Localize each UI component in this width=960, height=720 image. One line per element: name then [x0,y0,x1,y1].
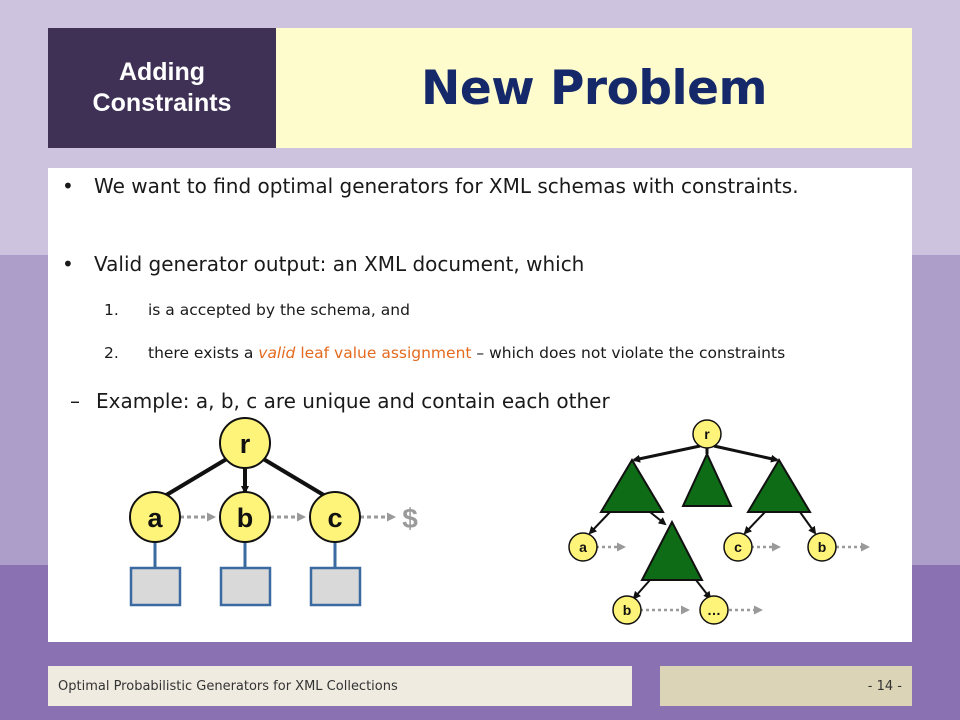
edge-r-right [713,444,779,463]
right-node-a [568,532,598,562]
section-label-line2: Constraints [92,89,232,117]
node-c-label: c [327,503,342,533]
leaf-value-box-a [129,566,182,607]
edge-left-sub [649,511,667,526]
footer-title: Optimal Probabilistic Generators for XML… [48,666,632,706]
footer-title-text: Optimal Probabilistic Generators for XML… [58,678,398,694]
edge-lower-dots [695,579,712,600]
end-marker: $ [402,503,418,534]
bullet-text-1: We want to find optimal generators for X… [94,174,799,198]
subtree-triangle-right [746,458,812,513]
page-number-text: - 14 - [867,678,902,694]
subtree-triangle-left [599,458,665,513]
example-dash: – [70,389,80,413]
right-node-ellipsis-label: … [707,602,721,618]
leaf-value-box-c [309,566,362,607]
edge-right-c [743,511,766,535]
content-panel: • We want to find optimal generators for… [48,168,912,642]
node-c [309,491,361,543]
right-node-lower-b [612,595,642,625]
right-node-r-label: r [704,426,710,442]
leaf-value-box-b [219,566,272,607]
right-node-c-label: c [734,539,742,555]
section-label: Adding Constraints [48,28,276,148]
node-a-label: a [147,503,163,533]
subitem-number-2: 2. [104,344,119,362]
subtree-triangle-middle [681,451,733,507]
footer-page-number: - 14 - [660,666,912,706]
subitem-text-2: there exists a valid leaf value assignme… [148,344,785,362]
example-text: Example: a, b, c are unique and contain … [96,389,610,413]
subitem-pre: there exists a [148,344,259,362]
right-node-b [807,532,837,562]
edge-right-b [799,511,817,535]
left-tree: r a b c $ [129,417,418,607]
title-bar: New Problem [276,28,912,148]
valid-highlight: valid [258,344,296,362]
subtree-triangle-lower [640,519,704,581]
node-a [129,491,181,543]
assignment-highlight: leaf value assignment [300,344,472,362]
right-node-ellipsis [699,595,729,625]
edge-lower-b [632,579,651,600]
node-r [219,417,271,469]
node-b-label: b [237,503,254,533]
node-b [219,491,271,543]
edge-left-a [588,511,611,535]
bullet-marker: • [62,252,74,276]
right-node-b-label: b [818,539,827,555]
right-tree: r a c b b … [568,419,870,625]
example-line: –Example: a, b, c are unique and contain… [70,389,610,413]
edge-r-left [632,444,701,463]
subitem-text-1: is a accepted by the schema, and [148,301,410,319]
right-node-lower-b-label: b [623,602,632,618]
bullet-marker: • [62,174,74,198]
right-node-a-label: a [579,539,587,555]
subitem-number-1: 1. [104,301,119,319]
bullet-text-2: Valid generator output: an XML document,… [94,252,585,276]
slide-title: New Problem [420,60,768,116]
subitem-post: – which does not violate the constraints [471,344,786,362]
right-node-c [723,532,753,562]
node-r-label: r [240,429,251,459]
section-label-line1: Adding [118,58,206,86]
right-node-r [692,419,722,449]
